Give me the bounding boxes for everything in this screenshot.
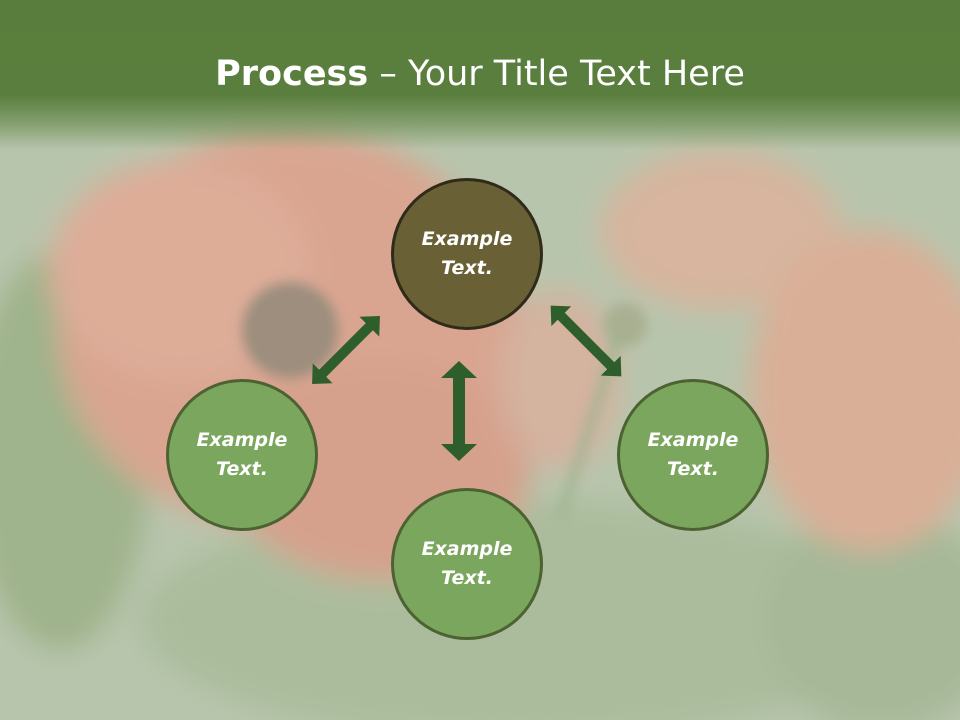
header-band (0, 0, 960, 150)
title-rest-part: – Your Title Text Here (368, 54, 745, 94)
double-arrow-center (441, 361, 477, 461)
title-bold-part: Process (215, 54, 369, 94)
process-node-top: Example Text. (391, 178, 543, 330)
node-label: Example Text. (421, 538, 513, 589)
double-arrow-left (312, 316, 380, 384)
process-node-right: Example Text. (617, 379, 769, 531)
process-node-bottom: Example Text. (391, 488, 543, 640)
node-label: Example Text. (421, 228, 513, 279)
process-node-left: Example Text. (166, 379, 318, 531)
slide-title: Process – Your Title Text Here (0, 50, 960, 98)
double-arrow-right (550, 305, 622, 377)
node-label: Example Text. (196, 429, 288, 480)
node-label: Example Text. (647, 429, 739, 480)
